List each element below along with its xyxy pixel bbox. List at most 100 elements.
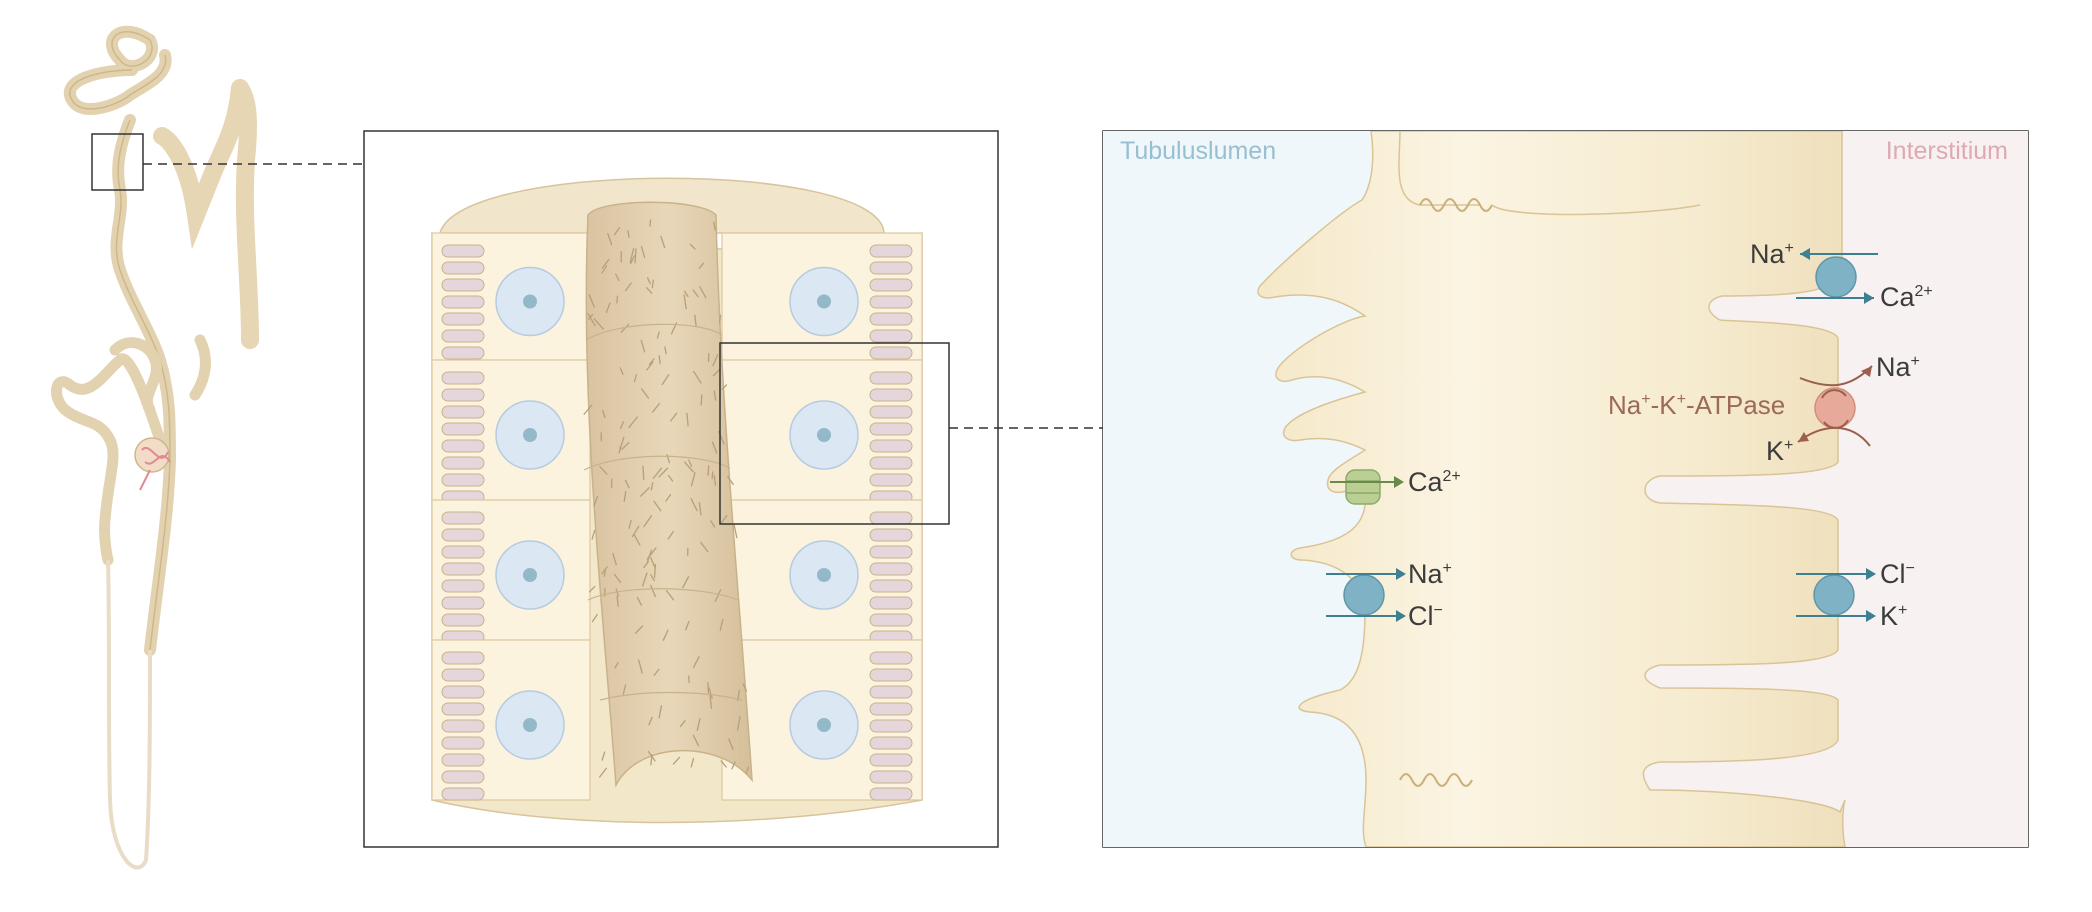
microvillus: [648, 358, 655, 365]
microvillus: [698, 502, 702, 516]
microvillus: [599, 465, 608, 475]
microvillus: [613, 226, 621, 236]
microvillus: [628, 519, 632, 529]
microvillus: [588, 585, 596, 593]
microvillus: [627, 230, 630, 238]
cell-zoom-box: [719, 342, 950, 525]
na-cl-symporter: Na+ Cl−: [1326, 559, 1452, 631]
mitochondrion: [869, 651, 913, 665]
microvillus: [742, 683, 748, 692]
microvillus: [690, 472, 696, 487]
microvillus: [713, 390, 717, 401]
epithelial-cells-left: [431, 232, 591, 801]
mitochondrion: [869, 346, 913, 360]
microvillus: [641, 572, 648, 587]
microvillus: [601, 258, 610, 269]
nucleolus: [523, 568, 537, 582]
microvillus: [588, 294, 595, 308]
microvillus: [601, 751, 606, 761]
microvillus: [631, 525, 640, 538]
microvillus: [619, 436, 625, 451]
mitochondrion: [869, 736, 913, 750]
nucleolus: [817, 718, 831, 732]
microvillus: [689, 243, 696, 250]
epithelial-cell: [1257, 131, 1846, 847]
microvillus: [656, 331, 660, 339]
mitochondrion: [441, 312, 485, 326]
mitochondrion: [869, 702, 913, 716]
microvillus: [602, 409, 606, 419]
mitochondrion: [869, 562, 913, 576]
microvillus: [658, 705, 663, 719]
microvillus: [638, 659, 643, 674]
microvillus: [649, 584, 657, 598]
mitochondrion: [441, 388, 485, 402]
na-ca-exchanger: Na+ Ca2+: [1750, 239, 1933, 312]
mitochondrion: [441, 295, 485, 309]
mitochondrion: [441, 753, 485, 767]
microvillus: [613, 573, 622, 584]
ion-na: Na: [1750, 239, 1785, 269]
nucleolus: [523, 294, 537, 309]
mitochondrion: [441, 261, 485, 275]
microvillus: [658, 355, 661, 365]
microvillus: [646, 277, 651, 285]
mitochondrion: [869, 371, 913, 385]
microvillus: [683, 290, 689, 298]
mitochondrion: [441, 770, 485, 784]
microvillus: [694, 314, 697, 327]
microvillus: [712, 368, 721, 377]
mitochondrion: [441, 736, 485, 750]
microvillus: [616, 595, 619, 607]
mitochondrion: [869, 261, 913, 275]
microvillus: [692, 289, 699, 298]
nucleolus: [817, 428, 831, 442]
microvillus: [692, 370, 702, 384]
mitochondrion: [869, 405, 913, 419]
mitochondrion: [869, 753, 913, 767]
microvillus: [665, 493, 672, 502]
mitochondrion: [441, 405, 485, 419]
svg-text:K+: K+: [1880, 601, 1907, 631]
ion-ca-charge: 2+: [1915, 283, 1933, 300]
mitochondrion: [441, 596, 485, 610]
mitochondrion: [441, 244, 485, 258]
ion-ca: Ca: [1880, 282, 1915, 312]
microvillus: [601, 265, 608, 274]
nephron-overview: [51, 25, 364, 870]
microvillus: [736, 715, 741, 731]
mitochondrion: [869, 388, 913, 402]
mitochondrion: [869, 312, 913, 326]
svg-text:Na+: Na+: [1750, 239, 1794, 269]
mitochondrion: [441, 439, 485, 453]
microvillus: [710, 520, 716, 528]
microvillus: [727, 476, 734, 485]
microvillus: [630, 255, 635, 265]
ion-k-basal: K: [1880, 601, 1898, 631]
microvillus: [667, 530, 674, 540]
collecting-duct: [153, 79, 259, 349]
mitochondrion: [869, 528, 913, 542]
nucleolus: [523, 718, 537, 732]
microvillus: [667, 474, 674, 482]
microvillus: [679, 720, 686, 728]
loop-of-henle: [106, 559, 152, 870]
mitochondrion: [441, 702, 485, 716]
na-k-atpase: Na+-K+-ATPase Na+ K+: [1608, 352, 1920, 466]
mitochondrion: [441, 329, 485, 343]
microvillus: [614, 662, 619, 669]
microvillus: [633, 373, 638, 383]
svg-text:Na+: Na+: [1876, 352, 1920, 382]
mitochondrion: [869, 545, 913, 559]
mitochondrion: [441, 278, 485, 292]
microvillus: [652, 467, 663, 480]
nucleolus: [523, 428, 537, 442]
nucleolus: [817, 294, 831, 309]
microvillus: [653, 563, 656, 579]
mitochondrion: [869, 456, 913, 470]
microvillus: [605, 302, 611, 314]
microvillus: [607, 233, 613, 246]
microvillus: [651, 402, 661, 413]
microvillus: [616, 295, 619, 304]
